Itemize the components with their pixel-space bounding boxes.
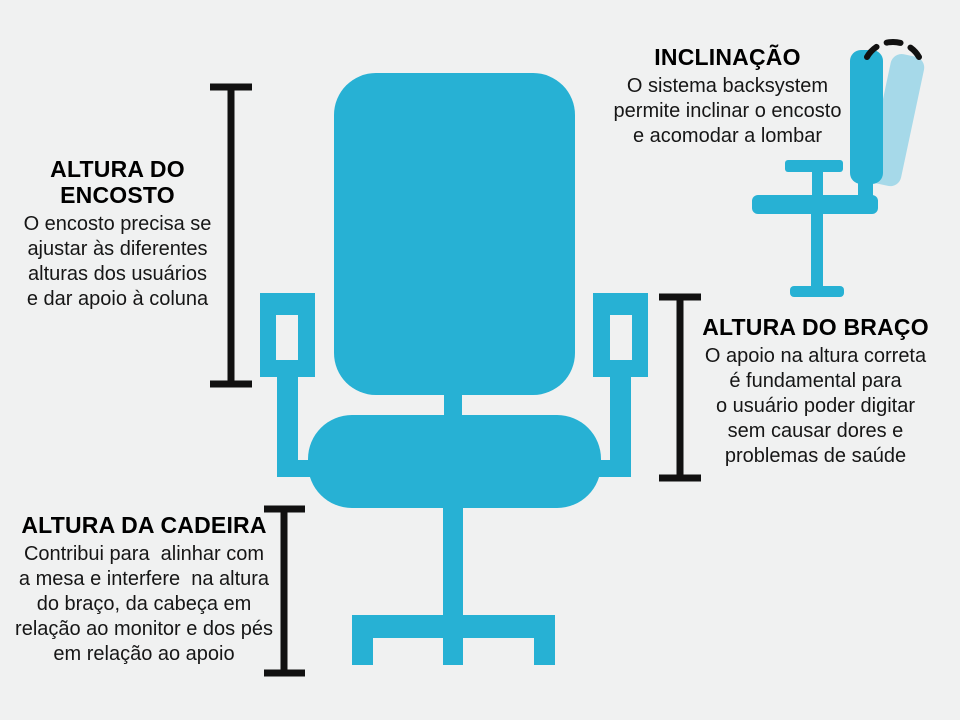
- annotation-seat-height: ALTURA DA CADEIRA Contribui para alinhar…: [5, 512, 283, 667]
- chair-armrest-left-stem: [277, 377, 298, 477]
- annotation-armrest-height: ALTURA DO BRAÇO O apoio na altura corret…: [688, 314, 943, 469]
- chair-back-connector: [444, 385, 462, 420]
- chair-base-crossbar: [352, 615, 555, 638]
- small-chair-post: [811, 213, 823, 288]
- chair-armrest-right-link: [593, 460, 631, 477]
- chair-armrest-right-stem: [610, 377, 631, 477]
- tilt-arc-icon: [864, 38, 922, 60]
- chair-post: [443, 505, 463, 665]
- measure-line-armrest-height: [659, 293, 701, 482]
- small-chair-armrest-top: [785, 160, 843, 172]
- small-chair-seat: [752, 195, 878, 214]
- annotation-seat-height-title: ALTURA DA CADEIRA: [21, 512, 267, 538]
- chair-leg-left: [352, 615, 373, 665]
- annotation-seat-height-body: Contribui para alinhar com a mesa e inte…: [15, 543, 273, 665]
- measure-line-backrest-height: [210, 83, 252, 388]
- measure-lines: [210, 83, 701, 677]
- chair-armrest-left-link: [277, 460, 315, 477]
- armrest-holes: [276, 315, 632, 360]
- chair-backrest: [334, 73, 575, 395]
- chair-leg-right: [534, 615, 555, 665]
- main-chair: [260, 73, 648, 665]
- small-chair-armrest-stem: [812, 170, 823, 197]
- measure-line-seat-height: [264, 505, 305, 677]
- annotation-tilt-title: INCLINAÇÃO: [654, 44, 801, 70]
- annotation-tilt-body: O sistema backsystem permite inclinar o …: [613, 75, 842, 147]
- annotation-backrest-height-body: O encosto precisa se ajustar às diferent…: [23, 213, 212, 310]
- annotation-tilt: INCLINAÇÃO O sistema backsystem permite …: [590, 44, 865, 149]
- chair-armrest-left-hole: [276, 315, 298, 360]
- annotation-backrest-height: ALTURA DO ENCOSTO O encosto precisa se a…: [15, 156, 220, 312]
- chair-armrest-right-hole: [610, 315, 632, 360]
- small-chair-foot: [790, 286, 844, 297]
- annotation-backrest-height-title: ALTURA DO ENCOSTO: [50, 156, 185, 208]
- small-chair-backrest-stub: [858, 175, 873, 197]
- chair-seat: [308, 415, 601, 508]
- small-chair-backrest-upright: [850, 50, 883, 184]
- small-chair: [752, 38, 925, 297]
- annotation-armrest-height-title: ALTURA DO BRAÇO: [702, 314, 929, 340]
- annotation-armrest-height-body: O apoio na altura correta é fundamental …: [704, 345, 927, 467]
